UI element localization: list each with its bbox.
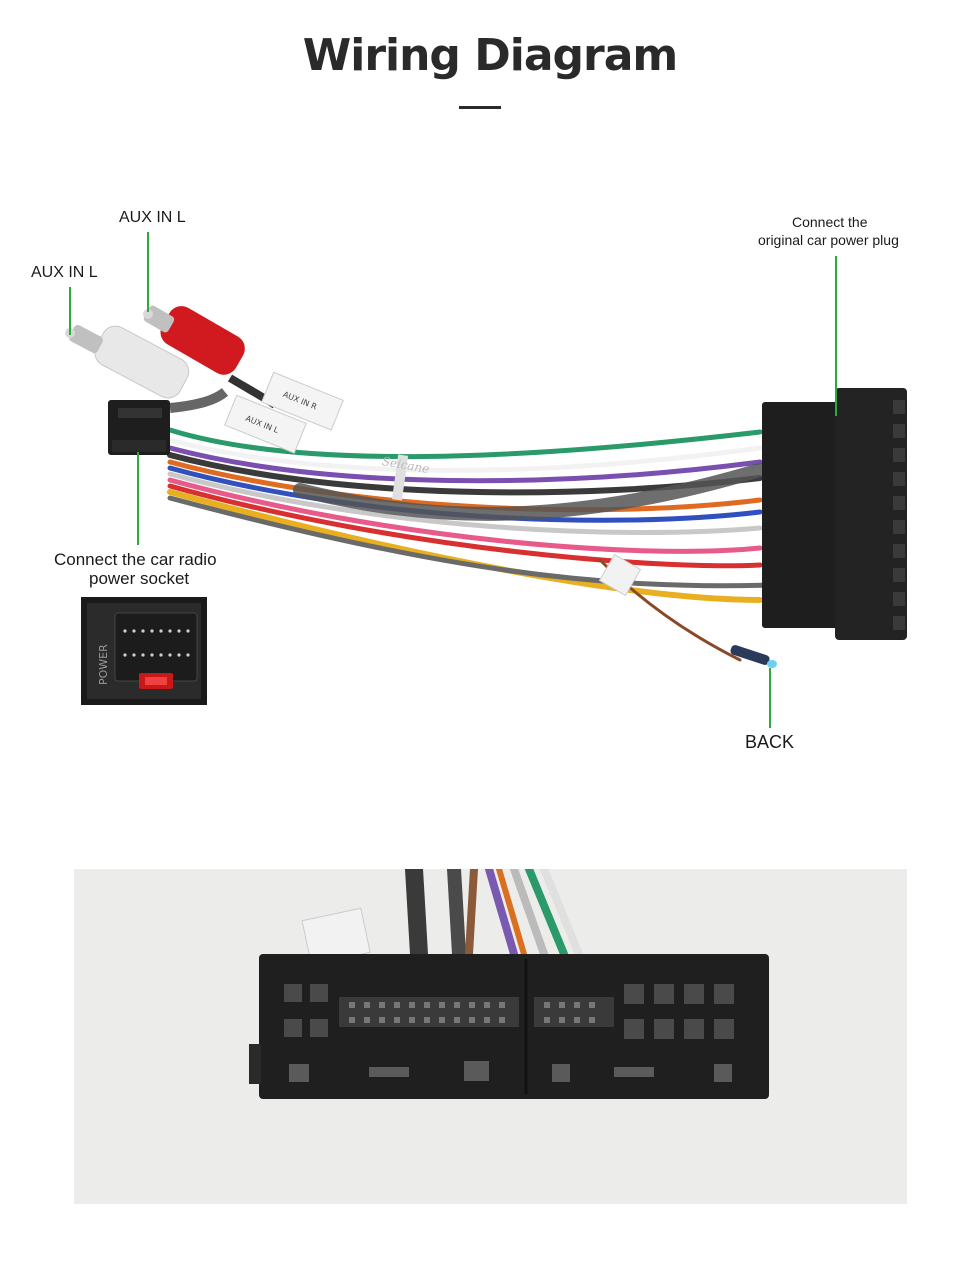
tag-aux-l: AUX IN L [224, 394, 307, 454]
label-original-plug-line2: original car power plug [758, 232, 899, 248]
label-back: BACK [745, 732, 795, 752]
label-aux-in-l-top: AUX IN L [119, 209, 186, 226]
lead-aux-top [147, 232, 149, 312]
lead-back [769, 668, 771, 728]
lead-original-plug [835, 256, 837, 416]
label-radio-socket-line2: power socket [89, 569, 190, 588]
cable-tie [391, 454, 409, 501]
socket-power-label: POWER [97, 644, 110, 685]
label-aux-in-l-side: AUX IN L [31, 264, 98, 281]
tag-aux-r: AUX IN R [261, 371, 344, 431]
lead-aux-side [69, 287, 71, 335]
label-original-plug-line1: Connect the [792, 214, 868, 230]
connector-face-photo [74, 869, 907, 1204]
harness-illustration: Seicane AUX IN R AUX IN L [65, 305, 907, 668]
page-title: Wiring Diagram [302, 30, 679, 81]
right-main-connector [762, 388, 907, 640]
tag-small [598, 553, 642, 597]
wire-bundle [167, 427, 773, 662]
lead-radio-socket [137, 452, 139, 545]
label-radio-socket-line1: Connect the car radio [54, 550, 217, 569]
power-socket-inset: POWER [81, 597, 207, 705]
back-wire-tip [730, 645, 777, 668]
left-small-connector [108, 400, 170, 455]
title-underline [459, 106, 501, 109]
